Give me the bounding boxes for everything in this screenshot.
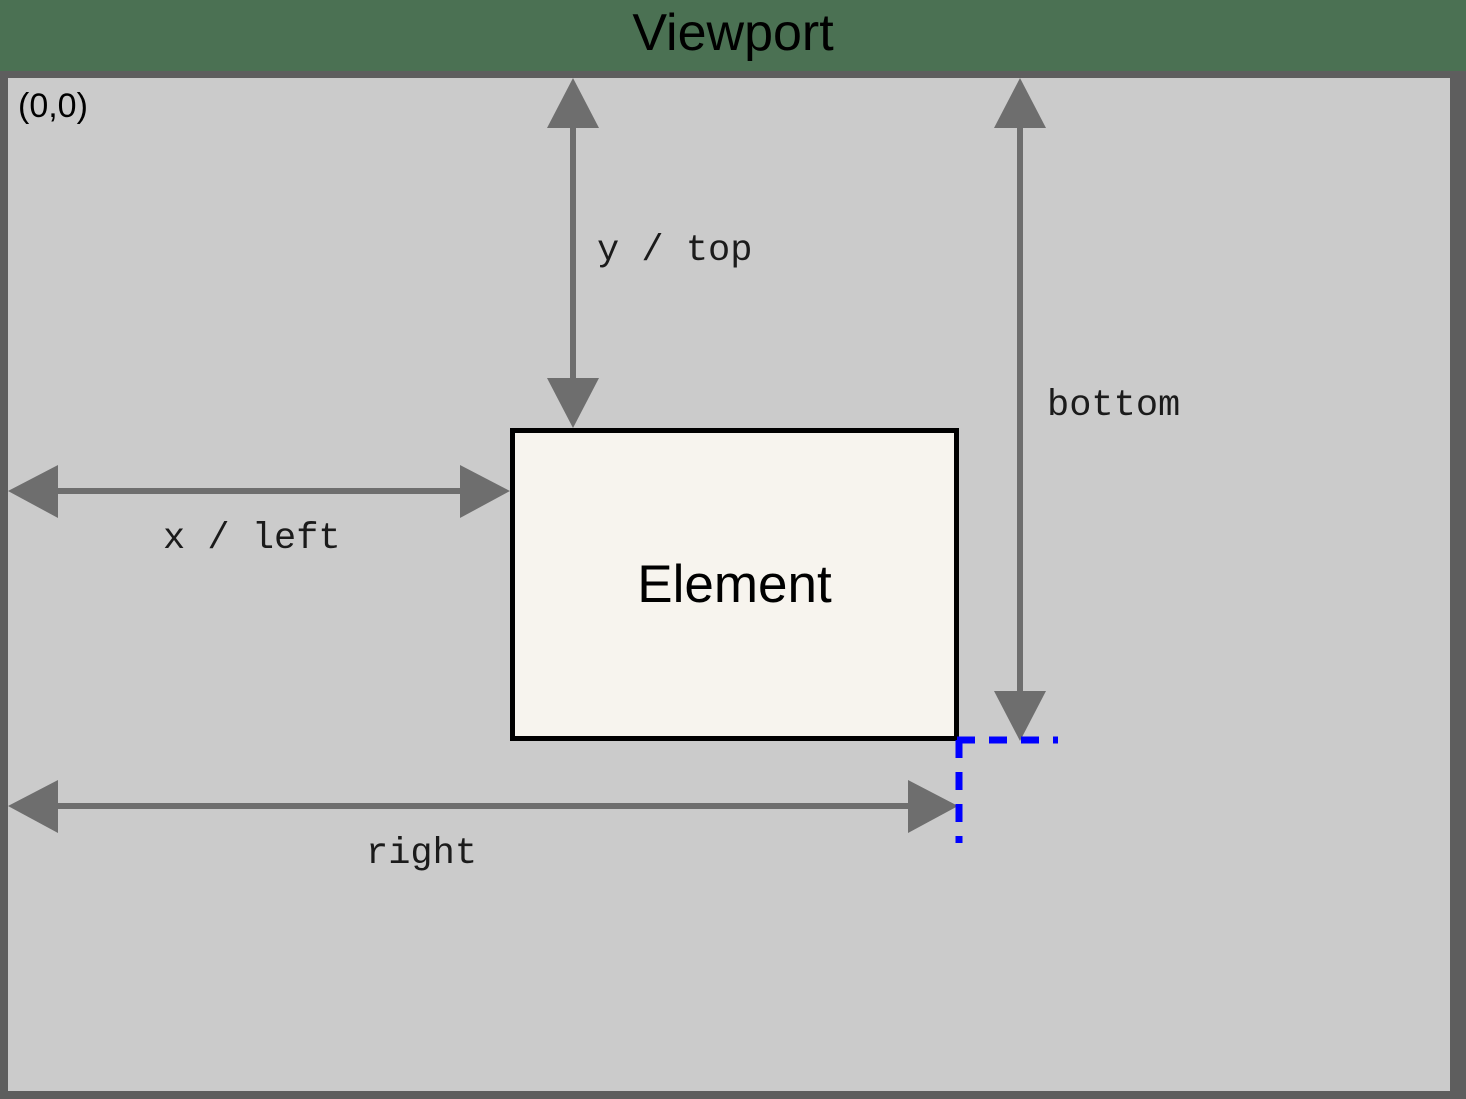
label-bottom: bottom (1047, 385, 1181, 427)
element-box-label: Element (637, 555, 832, 614)
page-title: Viewport (632, 4, 834, 62)
label-right: right (366, 833, 478, 875)
origin-coordinate-label: (0,0) (18, 87, 88, 125)
label-y-top: y / top (597, 230, 753, 272)
viewport-header-bar: Viewport (0, 0, 1466, 71)
element-box: Element (510, 428, 959, 741)
label-x-left: x / left (163, 518, 341, 560)
